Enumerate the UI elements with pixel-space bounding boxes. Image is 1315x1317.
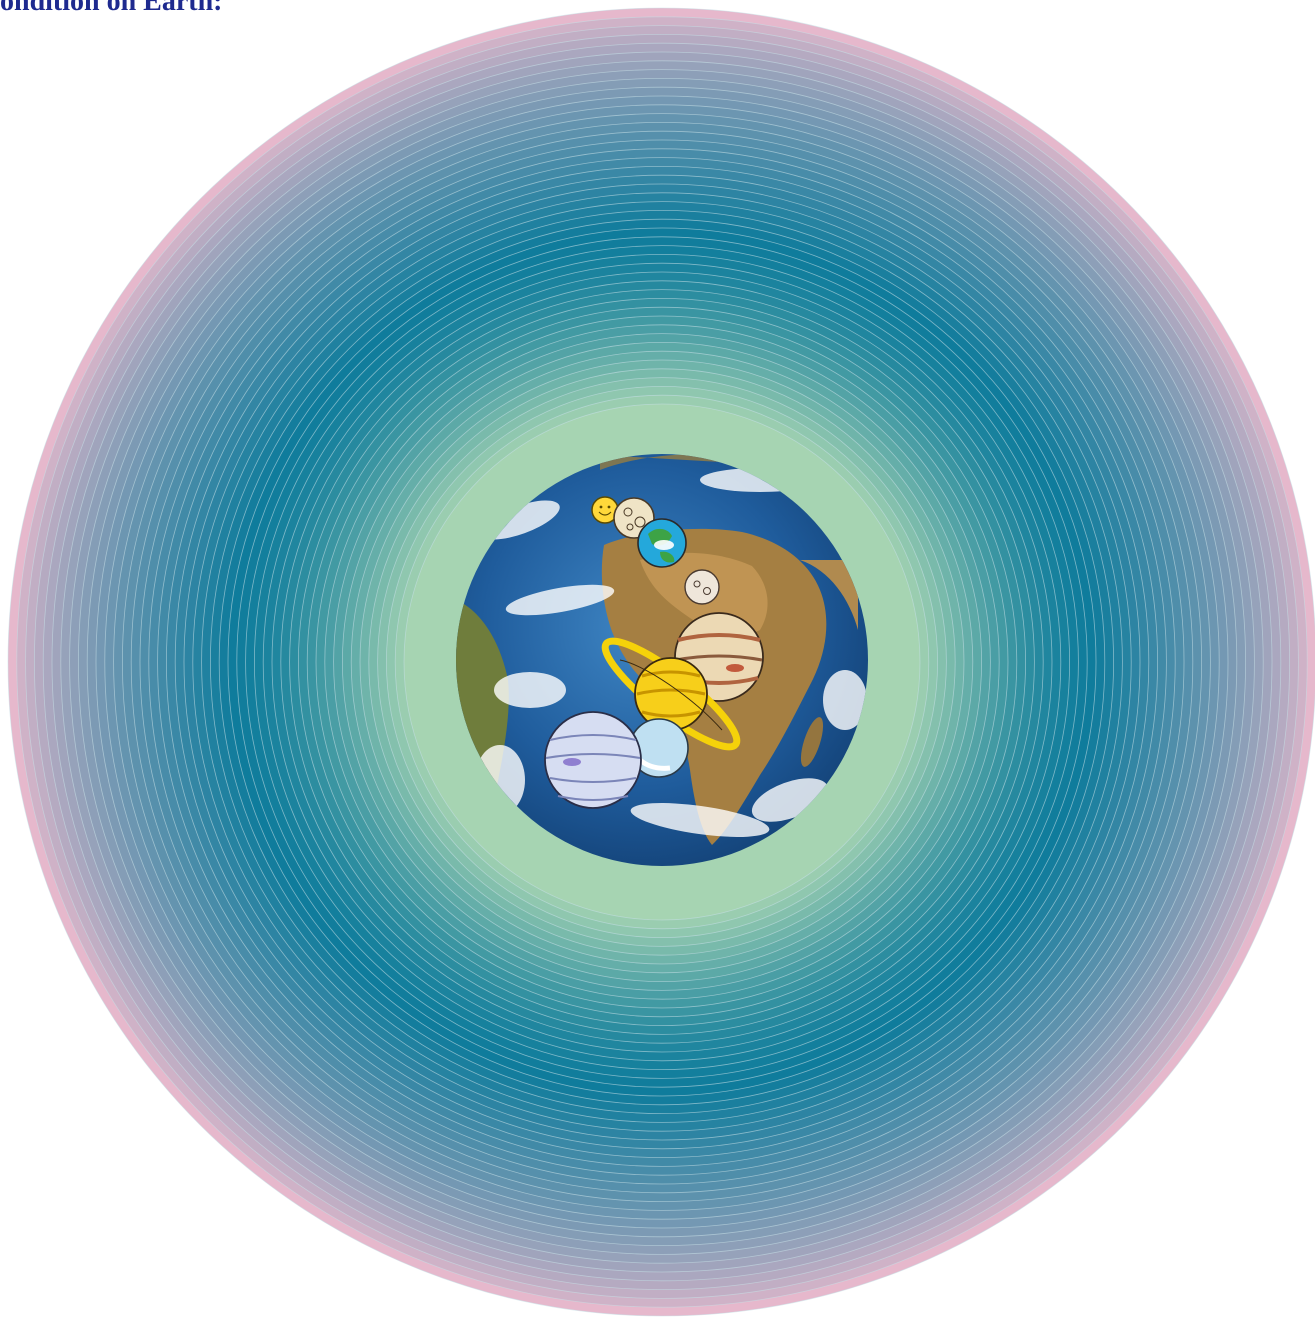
uranus-icon (629, 718, 689, 778)
neptune-icon (544, 711, 642, 809)
sun-icon (591, 496, 619, 524)
saturn-icon (601, 637, 741, 751)
planets-group (544, 496, 764, 809)
page-heading: ondition on Earth: (0, 0, 223, 17)
moon-icon (684, 569, 720, 605)
earth-planet-icon (637, 518, 687, 568)
